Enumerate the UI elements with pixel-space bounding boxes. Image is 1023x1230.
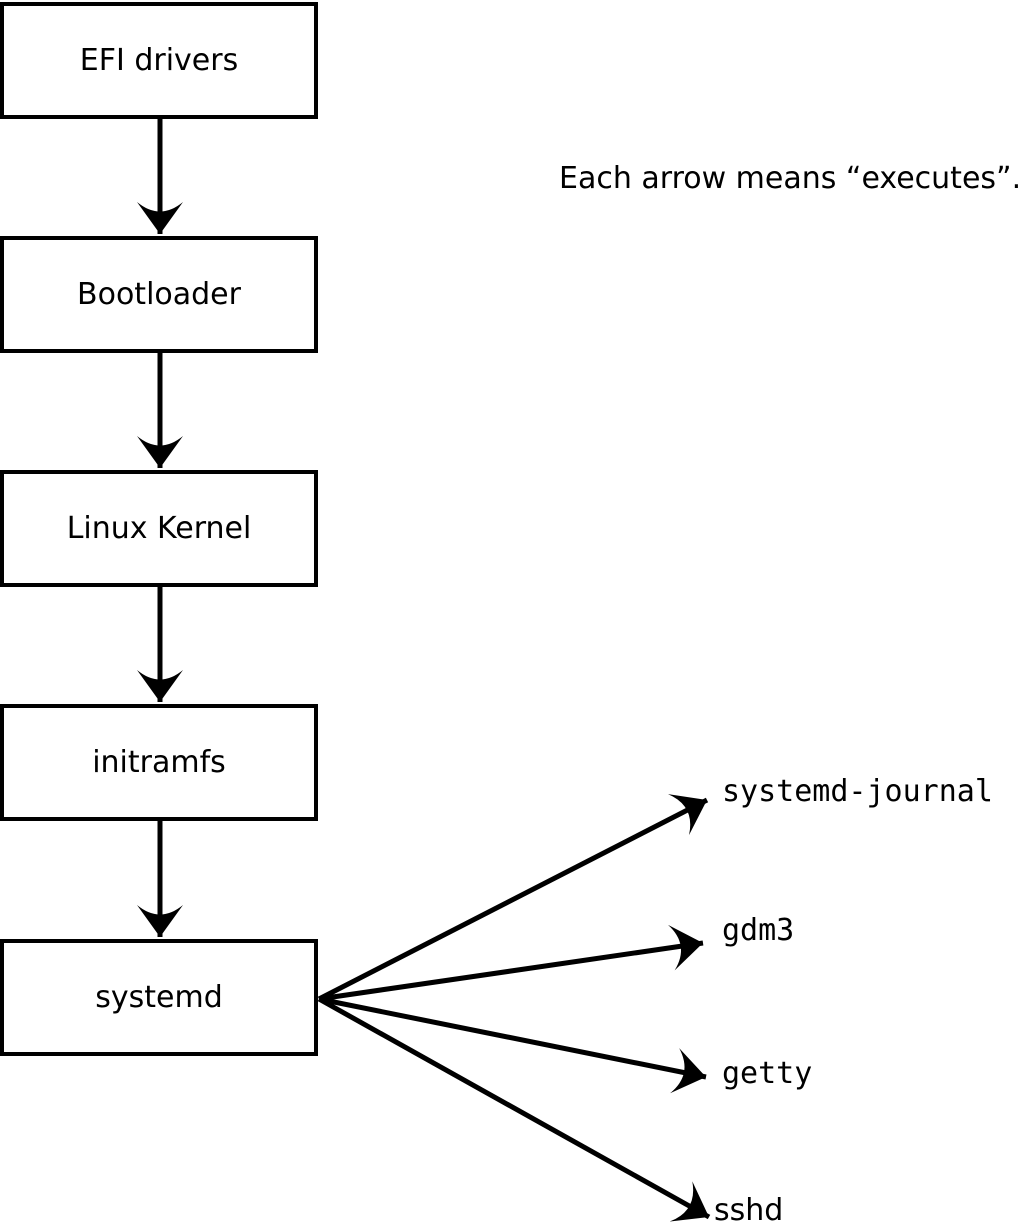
service-label-sshd: sshd bbox=[714, 1193, 784, 1228]
node-label: Bootloader bbox=[77, 276, 241, 312]
node-label: EFI drivers bbox=[79, 42, 239, 78]
node-label: systemd bbox=[95, 979, 223, 1015]
service-label-getty: getty bbox=[722, 1056, 813, 1091]
service-label-gdm3: gdm3 bbox=[722, 913, 795, 948]
arrow-systemd-to-journal bbox=[317, 794, 709, 1002]
node-label: Linux Kernel bbox=[66, 510, 252, 546]
node-label: initramfs bbox=[92, 744, 226, 780]
arrow-systemd-to-getty bbox=[318, 996, 707, 1094]
diagram-caption: Each arrow means “executes”. bbox=[559, 161, 1022, 196]
node-box-bootloader: Bootloader bbox=[0, 236, 318, 353]
node-box-initramfs: initramfs bbox=[0, 704, 318, 821]
arrow-systemd-to-sshd bbox=[317, 996, 711, 1222]
node-box-systemd: systemd bbox=[0, 939, 318, 1056]
service-label-systemd-journal: systemd-journal bbox=[722, 774, 993, 809]
node-box-efi-drivers: EFI drivers bbox=[0, 2, 318, 119]
node-box-linux-kernel: Linux Kernel bbox=[0, 470, 318, 587]
arrow-systemd-to-gdm3 bbox=[318, 924, 704, 1002]
